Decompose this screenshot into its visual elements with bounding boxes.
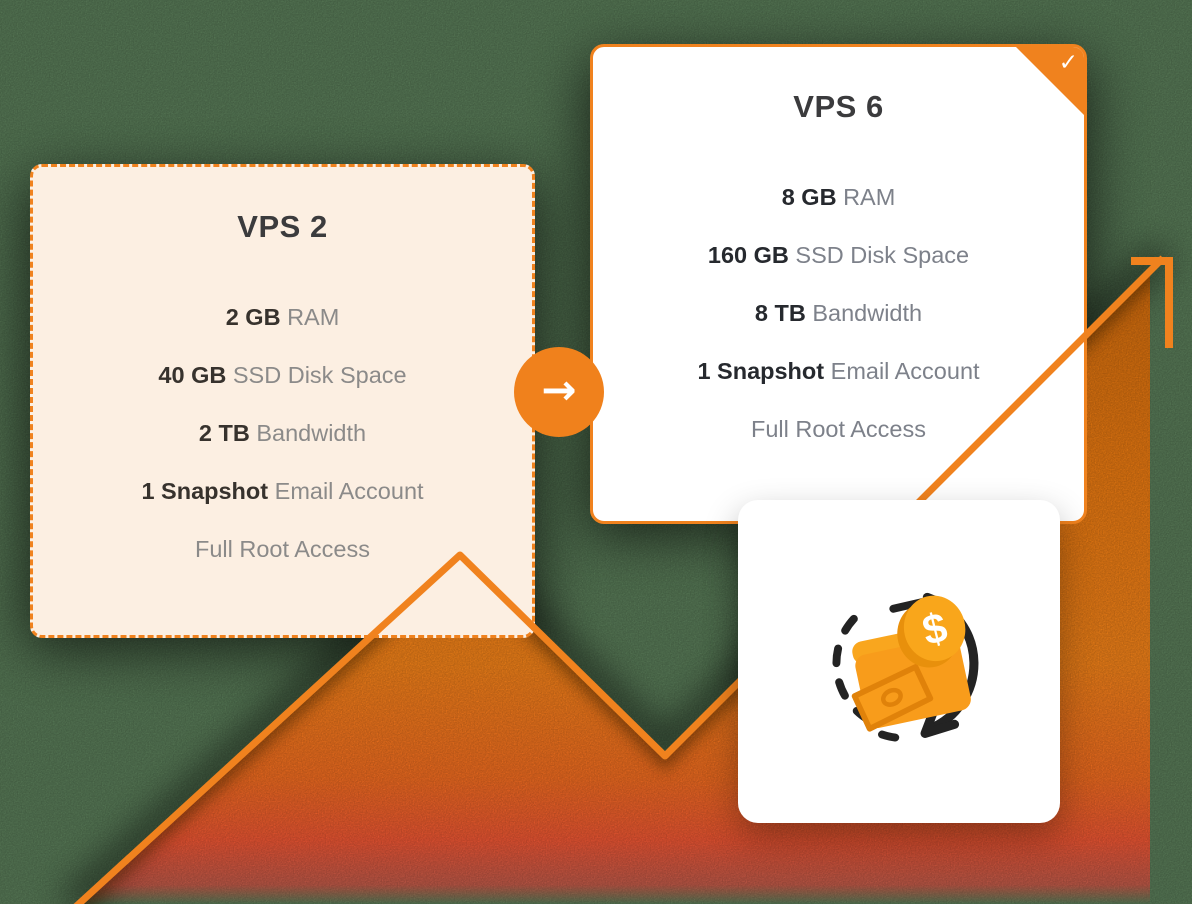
plan-card-vps6[interactable]: ✓ VPS 6 8 GB RAM 160 GB SSD Disk Space 8…: [590, 44, 1087, 524]
plan-title-vps6: VPS 6: [793, 89, 884, 124]
right-arrow-icon: →: [541, 365, 577, 414]
wallet-dollar-refresh-icon: $: [832, 592, 979, 742]
upgrade-arrow-button[interactable]: →: [514, 347, 604, 437]
spec-root-access: Full Root Access: [750, 416, 926, 442]
spec-disk: 160 GB SSD Disk Space: [707, 242, 970, 268]
spec-disk: 40 GB SSD Disk Space: [158, 362, 407, 388]
plan-specs-vps2: 2 GB RAM 40 GB SSD Disk Space 2 TB Bandw…: [33, 288, 532, 578]
spec-bandwidth: 2 TB Bandwidth: [198, 420, 367, 446]
spec-ram: 2 GB RAM: [225, 304, 340, 330]
spec-ram: 8 GB RAM: [781, 184, 896, 210]
spec-snapshot-email: 1 Snapshot Email Account: [697, 358, 980, 384]
money-back-card: $: [738, 500, 1060, 823]
plan-specs-vps6: 8 GB RAM 160 GB SSD Disk Space 8 TB Band…: [593, 168, 1084, 458]
plan-card-vps2[interactable]: VPS 2 2 GB RAM 40 GB SSD Disk Space 2 TB…: [30, 164, 535, 638]
growth-arrowhead-icon: [1131, 257, 1173, 348]
spec-snapshot-email: 1 Snapshot Email Account: [141, 478, 424, 504]
check-icon: ✓: [1058, 50, 1078, 76]
spec-root-access: Full Root Access: [194, 536, 370, 562]
plan-title-vps2: VPS 2: [237, 209, 328, 244]
spec-bandwidth: 8 TB Bandwidth: [754, 300, 923, 326]
